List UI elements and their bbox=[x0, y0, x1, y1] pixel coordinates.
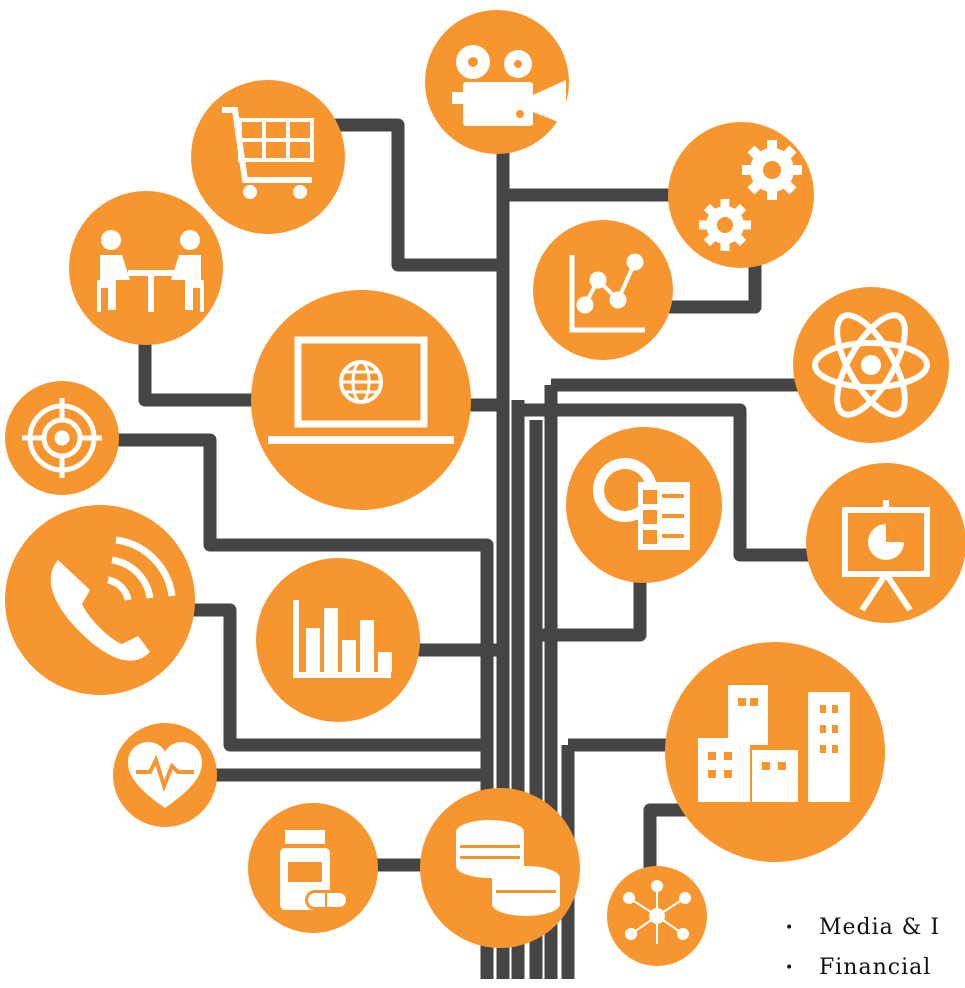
bullet-label: Financial bbox=[819, 955, 932, 980]
circle-gears bbox=[668, 122, 814, 268]
bullet-dot-icon: • bbox=[785, 960, 795, 976]
coins-icon bbox=[456, 820, 560, 916]
city-buildings-icon bbox=[698, 685, 850, 802]
line-chart-icon bbox=[569, 253, 645, 333]
shopping-cart-icon bbox=[222, 107, 314, 199]
medicine-bottle-icon bbox=[280, 830, 349, 910]
network-people-icon bbox=[623, 880, 691, 944]
process-checklist-icon bbox=[593, 458, 690, 550]
circle-business-meeting bbox=[69, 191, 223, 345]
cinema-camera-icon bbox=[452, 45, 566, 126]
circle-line-chart bbox=[533, 220, 673, 360]
atom-icon bbox=[812, 312, 930, 418]
branch-line bbox=[280, 118, 503, 272]
branch-line bbox=[160, 603, 487, 752]
bullet-label: Media & I bbox=[819, 915, 941, 940]
laptop-globe-icon bbox=[268, 336, 454, 444]
phone-call-icon bbox=[50, 536, 176, 661]
business-meeting-icon bbox=[97, 230, 204, 312]
circle-phone-call bbox=[5, 505, 195, 695]
presentation-board-icon bbox=[842, 500, 930, 612]
heartbeat-icon bbox=[128, 742, 202, 808]
gears-icon bbox=[699, 140, 802, 251]
bullet-dot-icon: • bbox=[785, 920, 795, 936]
circle-shopping-cart bbox=[191, 80, 345, 234]
bullet-list: • Media & I • Financial bbox=[785, 908, 940, 988]
icons bbox=[22, 45, 930, 944]
branch-line bbox=[95, 433, 494, 979]
bullet-item: • Media & I bbox=[785, 908, 940, 948]
node-circles bbox=[5, 10, 965, 966]
connector-lines bbox=[95, 70, 830, 979]
bar-chart-icon bbox=[293, 600, 392, 678]
target-icon bbox=[22, 398, 102, 478]
bullet-item: • Financial bbox=[785, 948, 940, 988]
branch-line bbox=[518, 403, 830, 562]
